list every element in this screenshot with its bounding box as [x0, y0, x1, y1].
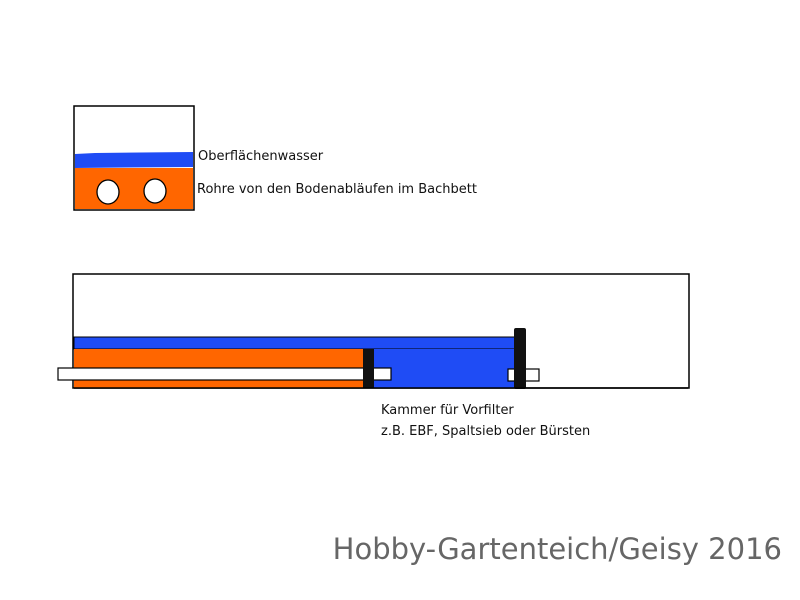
- label-chamber-line2: z.B. EBF, Spaltsieb oder Bürsten: [381, 424, 591, 439]
- inlet-pipe: [57, 367, 392, 381]
- chamber-divider-left: [363, 349, 374, 388]
- chamber-divider-right: [514, 328, 526, 389]
- pipe-circle-right: [143, 178, 167, 204]
- longitudinal-section: [57, 273, 690, 389]
- label-chamber: Kammer für Vorfilter z.B. EBF, Spaltsieb…: [381, 400, 590, 442]
- cross-section: [73, 105, 195, 211]
- label-chamber-line1: Kammer für Vorfilter: [381, 403, 514, 418]
- label-pipes: Rohre von den Bodenabläufen im Bachbett: [197, 182, 477, 197]
- filter-chamber-water: [372, 349, 518, 388]
- watermark-text: Hobby-Gartenteich/Geisy 2016: [332, 532, 782, 566]
- label-surface-water: Oberflächenwasser: [198, 149, 324, 164]
- top-water-layer: [73, 336, 519, 350]
- cross-section-surface-water: [75, 152, 193, 168]
- cross-section-pipe-layer: [75, 168, 193, 209]
- pipe-circle-left: [96, 179, 120, 205]
